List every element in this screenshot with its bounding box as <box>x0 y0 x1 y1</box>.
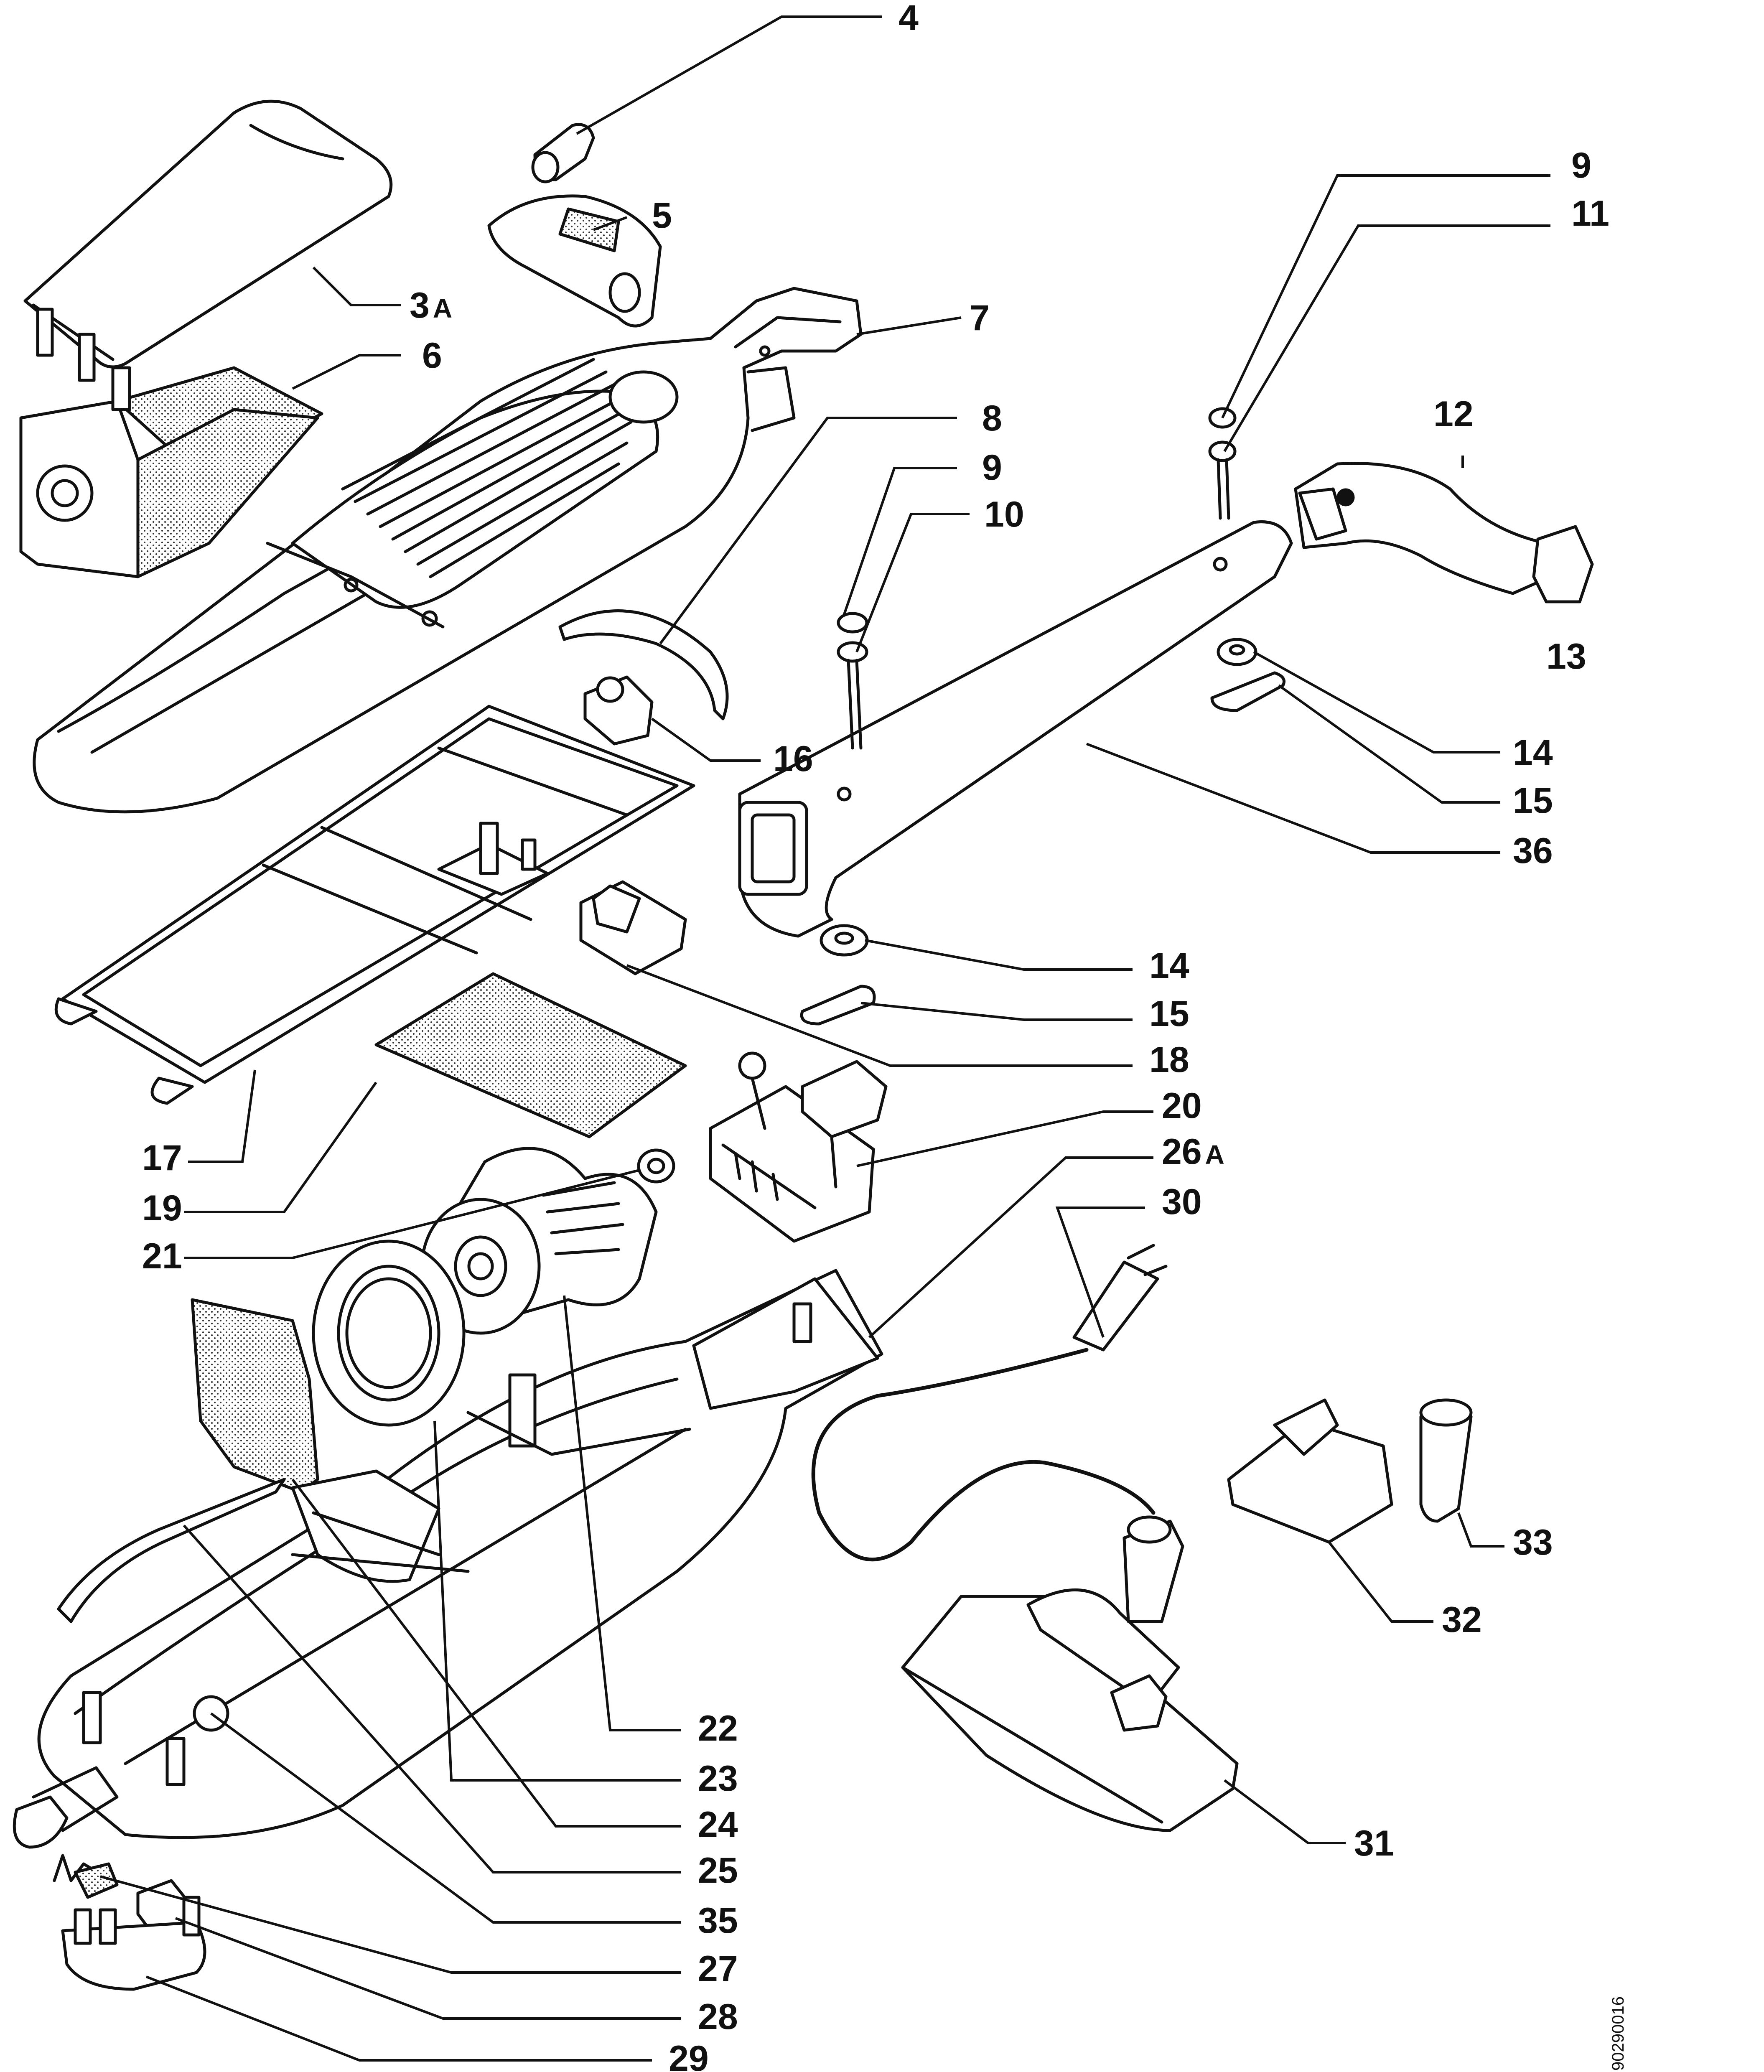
callout-label: 10 <box>984 494 1024 535</box>
part-switch-slider <box>487 194 662 328</box>
callout-label: 12 <box>1433 394 1474 434</box>
callout-label: 24 <box>698 1805 738 1845</box>
part-plug-cap <box>531 123 595 183</box>
part-motor <box>420 1147 658 1335</box>
callout-label: 30 <box>1162 1182 1202 1222</box>
part-clip-base <box>61 1896 206 1991</box>
callout-label: 18 <box>1149 1040 1189 1080</box>
callout-label: 7 <box>970 298 990 338</box>
part-end-cap <box>1532 525 1594 603</box>
callout-label: 33 <box>1513 1522 1553 1563</box>
callout-label: 11 <box>1571 193 1609 234</box>
callout-label: 25 <box>698 1851 738 1891</box>
part-crevice-tool <box>1419 1398 1473 1523</box>
callout-label: 6 <box>422 336 442 376</box>
callout-label: 27 <box>698 1949 738 1989</box>
part-tube <box>57 1478 286 1623</box>
callout-label: 14 <box>1513 733 1553 773</box>
part-latch <box>579 880 687 975</box>
callout-label: 21 <box>142 1236 182 1276</box>
part-handle-tube <box>738 520 1293 938</box>
callout-label: 36 <box>1513 831 1553 871</box>
part-arc-guide <box>558 609 729 720</box>
callout-label: 17 <box>142 1138 182 1178</box>
part-spacer-lower <box>800 985 876 1026</box>
drawing-code: 90290016 <box>1609 1996 1627 2071</box>
part-filter-bag <box>19 366 323 578</box>
part-lid <box>23 99 393 382</box>
part-flap <box>191 1298 319 1494</box>
callout-label: 13 <box>1546 636 1586 677</box>
leader-lines <box>100 15 1550 2062</box>
callout-label: 5 <box>652 196 672 236</box>
callout-label: 15 <box>1513 781 1553 821</box>
callout-label: 28 <box>698 1997 738 2037</box>
callout-label: 29 <box>669 2039 709 2072</box>
part-filter-pad <box>374 972 687 1138</box>
part-circuit-board <box>709 1051 888 1243</box>
callout-label: 19 <box>142 1188 182 1228</box>
callout-label: 31 <box>1354 1823 1394 1863</box>
part-frame <box>54 705 695 1105</box>
callout-label: 4 <box>899 0 919 38</box>
part-washer <box>637 1148 675 1184</box>
callout-label: 9 <box>982 448 1002 488</box>
callout-label: 32 <box>1442 1600 1482 1640</box>
part-handle-grip <box>1294 462 1552 595</box>
callout-label: 14 <box>1149 946 1189 986</box>
part-spacer-upper <box>1210 671 1285 712</box>
callout-label: 22 <box>698 1708 738 1749</box>
part-base-housing <box>13 1269 883 1849</box>
part-power-cord <box>811 1244 1168 1562</box>
callout-label: 9 <box>1571 145 1591 186</box>
part-small-switch <box>583 675 654 746</box>
callout-label: 35 <box>698 1901 738 1941</box>
callout-label: 16 <box>773 739 813 779</box>
callout-label: 20 <box>1162 1086 1202 1126</box>
part-nut-lower <box>820 924 869 957</box>
part-main-cover <box>33 287 863 814</box>
callout-label: 8 <box>982 398 1002 438</box>
part-spring <box>53 1854 119 1899</box>
callout-label: 23 <box>698 1759 738 1799</box>
part-ring-seal <box>312 1240 466 1427</box>
callout-label: 15 <box>1149 994 1189 1034</box>
part-upholstery-tool <box>1227 1398 1393 1544</box>
part-screw-short <box>1208 407 1237 520</box>
part-nut-upper <box>1217 638 1257 666</box>
part-floor-nozzle <box>901 1515 1239 1832</box>
